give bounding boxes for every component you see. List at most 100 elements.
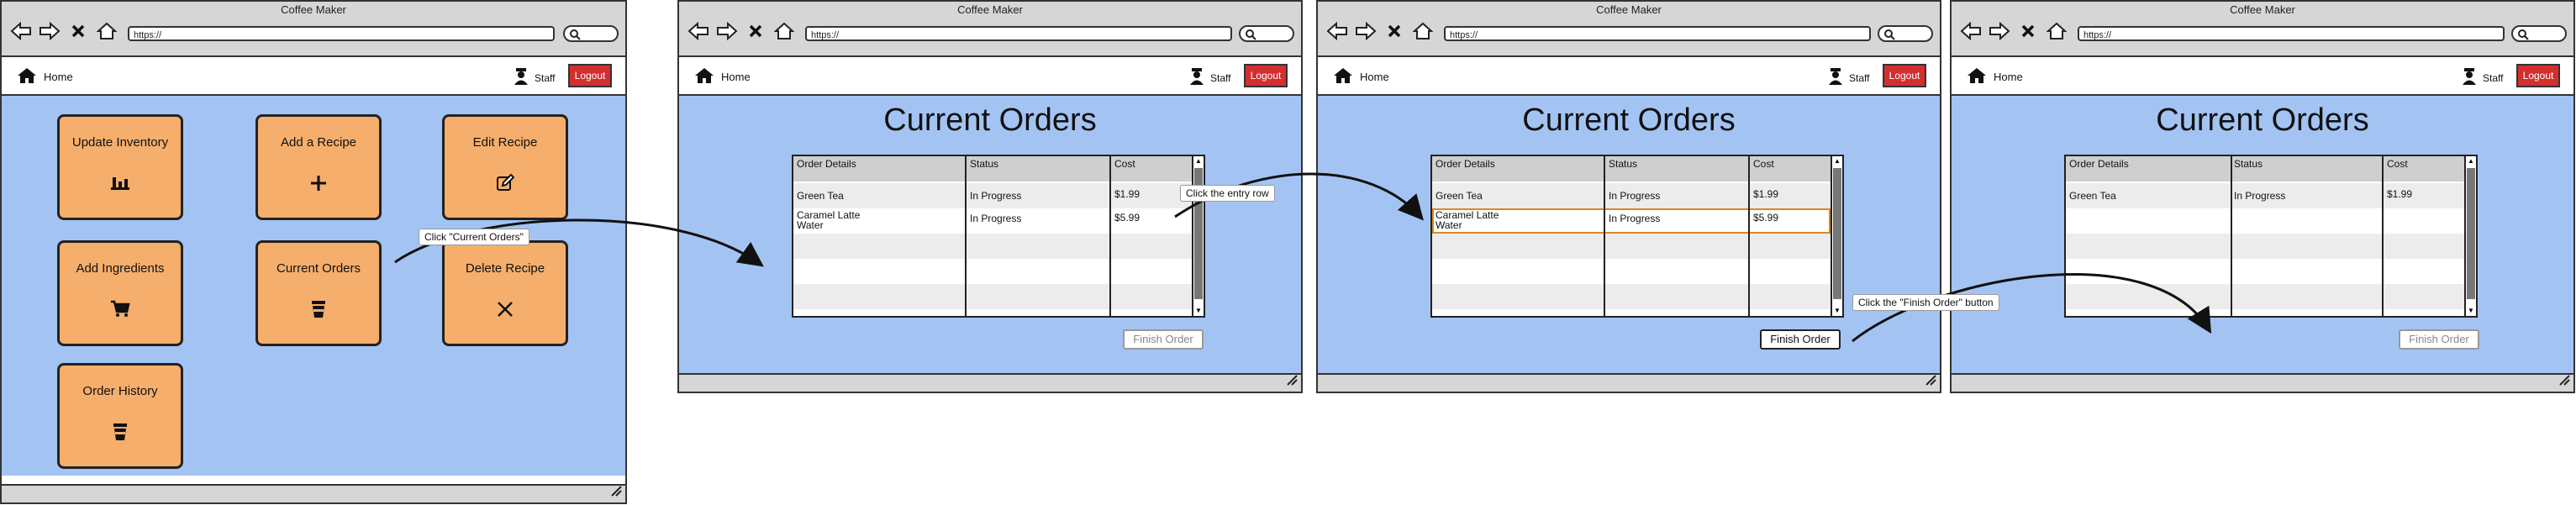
table-row: [1432, 284, 1831, 309]
edit-recipe-tile[interactable]: Edit Recipe: [442, 114, 568, 220]
table-row[interactable]: Green Tea In Progress $1.99: [793, 183, 1192, 208]
back-arrow-icon[interactable]: [687, 20, 709, 42]
staff-label: Staff: [2483, 71, 2504, 84]
finish-order-button[interactable]: Finish Order: [2399, 329, 2479, 350]
browser-statusbar: [1318, 373, 1940, 392]
column-divider: [2231, 156, 2232, 316]
scroll-down-icon[interactable]: ▼: [1834, 307, 1841, 314]
staff-user-icon: [2461, 67, 2478, 88]
staff-user[interactable]: Staff: [1188, 67, 1230, 88]
table-scrollbar[interactable]: ▲ ▼: [1831, 156, 1842, 316]
table-row[interactable]: Green Tea In Progress $1.99: [2066, 183, 2464, 208]
scroll-down-icon[interactable]: ▼: [1195, 307, 1202, 314]
url-field[interactable]: https://: [805, 26, 1232, 41]
scroll-up-icon[interactable]: ▲: [1834, 157, 1841, 165]
resize-grip-icon[interactable]: [1286, 374, 1298, 390]
scroll-thumb[interactable]: [1833, 168, 1841, 299]
home-nav-link[interactable]: Home: [1967, 67, 2023, 87]
scroll-thumb[interactable]: [2467, 168, 2475, 299]
url-field[interactable]: https://: [1444, 26, 1871, 41]
staff-user[interactable]: Staff: [2461, 67, 2503, 88]
finish-order-button[interactable]: Finish Order: [1123, 329, 1204, 350]
logout-button[interactable]: Logout: [1244, 64, 1288, 87]
browser-titlebar: Coffee Maker https://: [2, 2, 625, 57]
orders-content: Current Orders Order Details Status Cost…: [679, 96, 1301, 373]
home-icon: [1967, 67, 1987, 87]
staff-label: Staff: [535, 71, 556, 84]
home-outline-icon[interactable]: [1412, 20, 1434, 42]
column-divider: [965, 156, 967, 316]
add-ingredients-tile[interactable]: Add Ingredients: [57, 240, 183, 346]
browser-search-field[interactable]: [2511, 25, 2567, 42]
window-title: Coffee Maker: [281, 3, 346, 16]
scroll-thumb[interactable]: [1194, 168, 1203, 299]
stop-x-icon[interactable]: [2017, 20, 2039, 42]
home-label: Home: [721, 71, 751, 83]
scroll-up-icon[interactable]: ▲: [2468, 157, 2474, 165]
stop-x-icon[interactable]: [745, 20, 766, 42]
staff-user-icon: [1827, 67, 1844, 88]
annotation-click-finish: Click the "Finish Order" button: [1852, 294, 1999, 311]
table-row[interactable]: Green Tea In Progress $1.99: [1432, 183, 1831, 208]
resize-grip-icon[interactable]: [2558, 374, 2570, 390]
current-orders-tile[interactable]: Current Orders: [255, 240, 382, 346]
forward-arrow-icon[interactable]: [716, 20, 738, 42]
search-icon: [1245, 29, 1256, 45]
cost-cell: $1.99: [2387, 188, 2413, 200]
table-header: Order Details Status Cost: [1432, 156, 1831, 181]
finish-order-button[interactable]: Finish Order: [1760, 329, 1841, 350]
tile-label: Add a Recipe: [280, 135, 357, 150]
status-cell: In Progress: [1609, 213, 1661, 224]
forward-arrow-icon[interactable]: [1989, 20, 2010, 42]
url-field[interactable]: https://: [128, 26, 555, 41]
staff-user[interactable]: Staff: [1827, 67, 1869, 88]
forward-arrow-icon[interactable]: [1355, 20, 1377, 42]
search-icon: [569, 29, 581, 45]
logout-button[interactable]: Logout: [1883, 64, 1926, 87]
browser-titlebar: Coffee Maker https://: [1318, 2, 1940, 57]
stop-x-icon[interactable]: [67, 20, 89, 42]
browser-nav: [10, 20, 118, 42]
staff-user[interactable]: Staff: [513, 67, 555, 88]
resize-grip-icon[interactable]: [1925, 374, 1936, 390]
browser-statusbar: [2, 484, 625, 502]
browser-search-field[interactable]: [563, 25, 619, 42]
resize-grip-icon[interactable]: [610, 485, 622, 501]
scroll-down-icon[interactable]: ▼: [2468, 307, 2474, 314]
back-arrow-icon[interactable]: [10, 20, 32, 42]
home-outline-icon[interactable]: [2046, 20, 2068, 42]
selected-table-row[interactable]: Caramel Latte Water In Progress $5.99: [1432, 208, 1831, 234]
home-nav-link[interactable]: Home: [17, 67, 73, 87]
forward-arrow-icon[interactable]: [39, 20, 61, 42]
add-recipe-tile[interactable]: Add a Recipe: [255, 114, 382, 220]
delete-recipe-tile[interactable]: Delete Recipe: [442, 240, 568, 346]
table-row: [2066, 284, 2464, 309]
cost-cell: $1.99: [1753, 188, 1779, 200]
coffee-cup-icon: [112, 423, 129, 445]
scroll-up-icon[interactable]: ▲: [1195, 157, 1202, 165]
logout-button[interactable]: Logout: [2516, 64, 2560, 87]
tile-label: Add Ingredients: [76, 261, 165, 276]
home-nav-link[interactable]: Home: [694, 67, 751, 87]
stop-x-icon[interactable]: [1383, 20, 1405, 42]
order-details-cell: Caramel Latte: [1436, 209, 1499, 221]
tile-label: Current Orders: [276, 261, 361, 276]
home-outline-icon[interactable]: [773, 20, 795, 42]
table-row[interactable]: Caramel Latte Water In Progress $5.99: [793, 208, 1192, 234]
browser-titlebar: Coffee Maker https://: [1952, 2, 2573, 57]
column-header: Status: [1609, 158, 1638, 170]
update-inventory-tile[interactable]: Update Inventory: [57, 114, 183, 220]
browser-search-field[interactable]: [1239, 25, 1294, 42]
column-header: Cost: [1753, 158, 1774, 170]
back-arrow-icon[interactable]: [1960, 20, 1982, 42]
back-arrow-icon[interactable]: [1326, 20, 1348, 42]
close-icon: [496, 300, 514, 323]
url-field[interactable]: https://: [2078, 26, 2505, 41]
order-history-tile[interactable]: Order History: [57, 363, 183, 469]
table-scrollbar[interactable]: ▲ ▼: [2464, 156, 2476, 316]
browser-nav: [1326, 20, 1434, 42]
browser-search-field[interactable]: [1878, 25, 1933, 42]
home-outline-icon[interactable]: [96, 20, 118, 42]
logout-button[interactable]: Logout: [568, 64, 612, 87]
home-nav-link[interactable]: Home: [1333, 67, 1389, 87]
